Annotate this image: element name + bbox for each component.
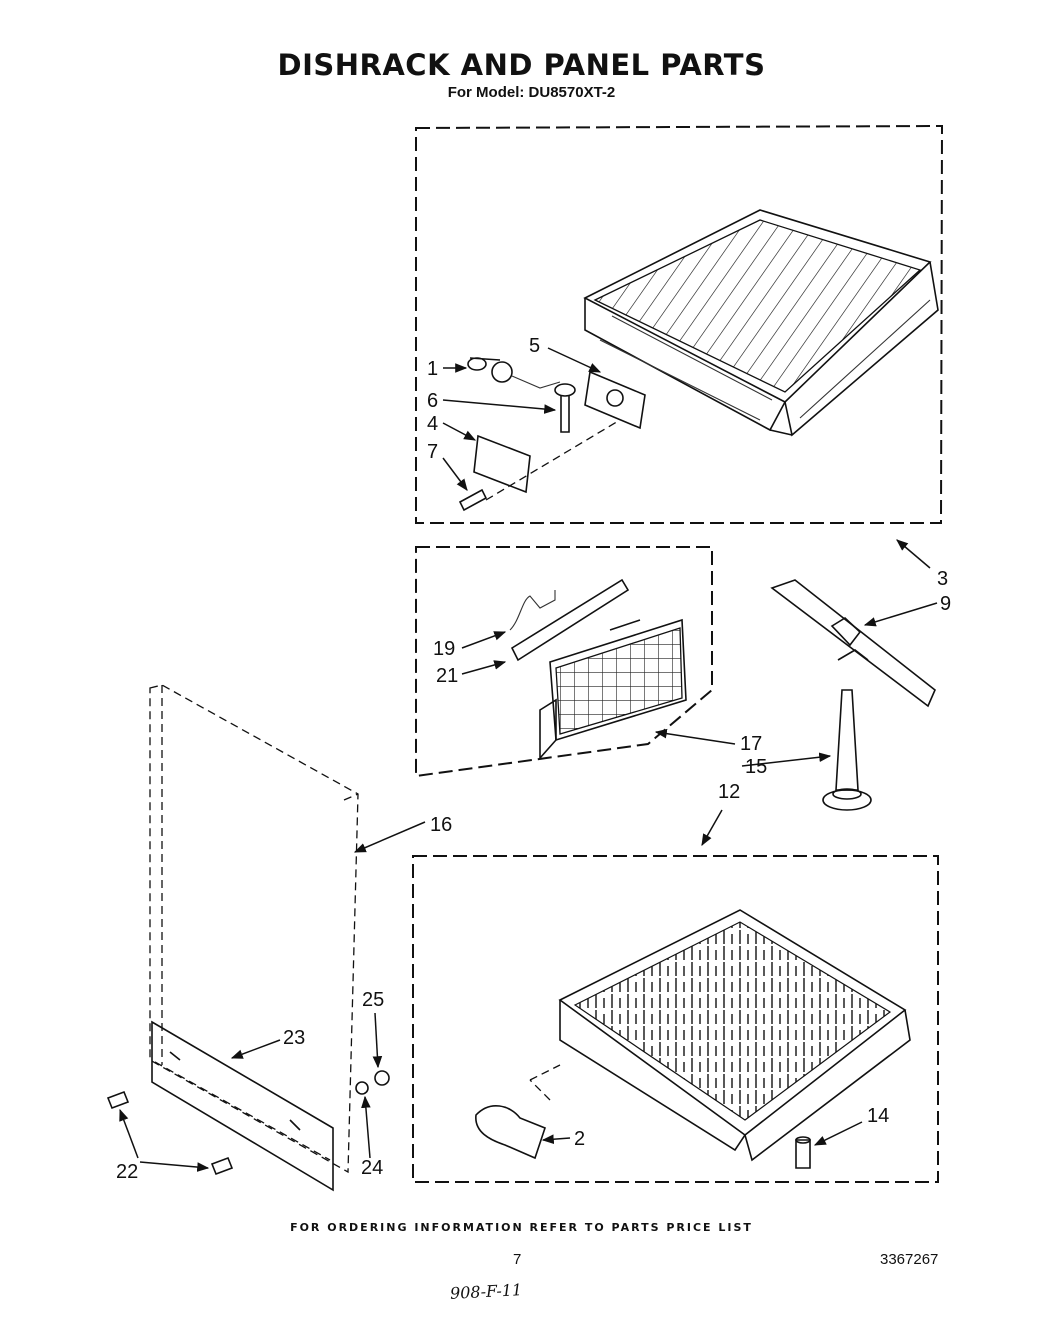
callout-9: 9 (940, 593, 951, 615)
callout-12: 12 (718, 781, 740, 803)
callout-16: 16 (430, 814, 452, 836)
leader-lines (119, 347, 938, 1172)
lower-dishrack (529, 909, 911, 1162)
basket-handle-bar (510, 578, 630, 662)
callout-25: 25 (362, 989, 384, 1011)
callout-4: 4 (427, 413, 438, 435)
document-number: 3367267 (880, 1251, 939, 1268)
trim-strip (151, 1020, 334, 1192)
callout-2: 2 (574, 1128, 585, 1150)
callout-6: 6 (427, 390, 438, 412)
callout-1: 1 (427, 358, 438, 380)
panel-nuts (355, 1070, 390, 1095)
lower-rack-assembly-box (412, 855, 939, 1183)
model-number: For Model: DU8570XT-2 (447, 84, 616, 101)
mounting-screws (106, 1090, 234, 1176)
ordering-info-note: FOR ORDERING INFORMATION REFER TO PARTS … (290, 1221, 753, 1234)
spray-arm (770, 579, 936, 708)
spray-tube (822, 689, 872, 811)
rack-adjuster-parts (458, 357, 646, 512)
callout-23: 23 (283, 1027, 305, 1049)
rack-roller (475, 1105, 546, 1160)
page-title: DISHRACK AND PANEL PARTS (277, 48, 766, 82)
upper-dishrack (583, 209, 939, 437)
basket-wire-clip (509, 590, 556, 631)
callout-21: 21 (436, 665, 458, 687)
callout-7: 7 (427, 441, 438, 463)
handwritten-note: 908-F-11 (449, 1280, 523, 1303)
callout-17: 17 (740, 733, 762, 755)
callout-5: 5 (529, 335, 540, 357)
callout-3: 3 (937, 568, 948, 590)
callout-15: 15 (745, 756, 767, 778)
callout-19: 19 (433, 638, 455, 660)
rack-stop-post (795, 1136, 811, 1169)
page-number: 7 (513, 1251, 522, 1268)
callout-14: 14 (867, 1105, 889, 1127)
door-panel (149, 684, 359, 1174)
silverware-basket-box (415, 546, 713, 778)
upper-rack-assembly-box (415, 124, 944, 524)
callout-22: 22 (116, 1161, 138, 1183)
callout-24: 24 (361, 1157, 383, 1179)
silverware-basket (539, 618, 687, 761)
